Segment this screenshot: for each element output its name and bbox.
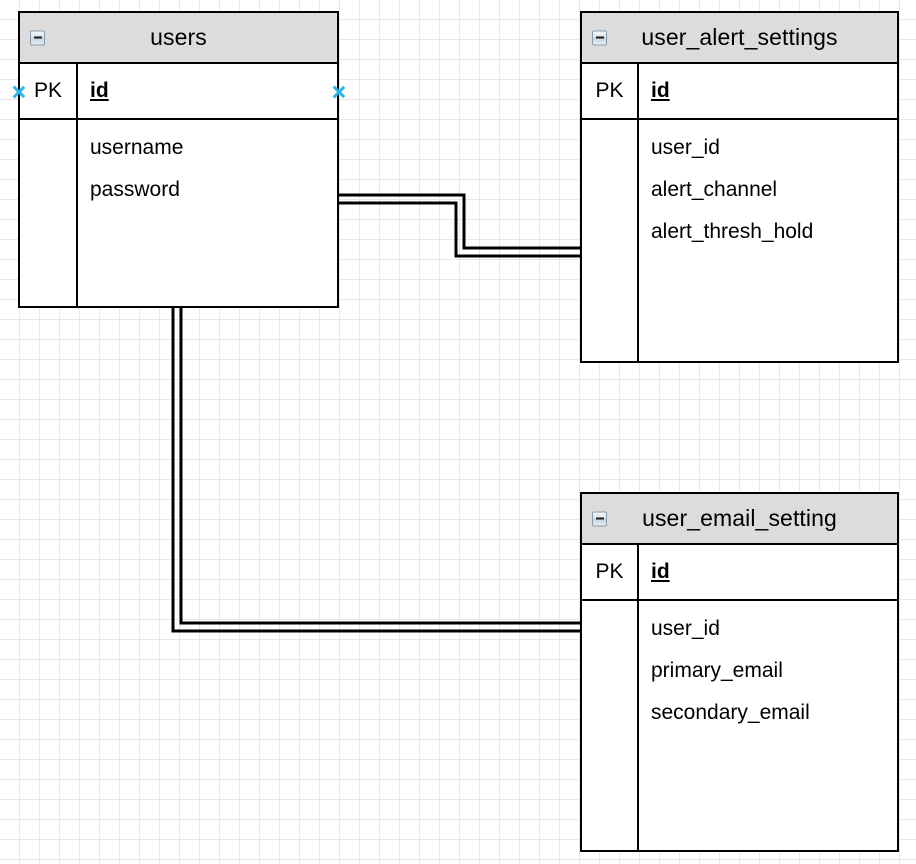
entity-user-email-setting-attributes: user_id primary_email secondary_email: [639, 601, 897, 736]
attribute-row: password: [90, 178, 180, 201]
entity-user-alert-settings-pk-key-cell: PK: [582, 64, 637, 120]
entity-users-body: PK id username password: [20, 64, 337, 306]
attribute-row: username: [90, 136, 184, 159]
entity-user-email-setting-key-column: PK: [582, 545, 639, 850]
entity-user-alert-settings-attribute-column: id user_id alert_channel alert_thresh_ho…: [639, 64, 897, 361]
entity-user-alert-settings-pk-name-cell: id: [639, 64, 897, 120]
entity-user-alert-settings-header: user_alert_settings: [582, 13, 897, 64]
entity-user-email-setting-pk-key-cell: PK: [582, 545, 637, 601]
entity-users-pk-name-cell: id: [78, 64, 337, 120]
entity-user-alert-settings-pk-label: PK: [595, 79, 624, 102]
minus-square-icon[interactable]: [30, 30, 45, 45]
attribute-row: alert_thresh_hold: [651, 220, 814, 243]
entity-users-pk-key-cell: PK: [20, 64, 76, 120]
entity-user-email-setting[interactable]: user_email_setting PK id user_id primary…: [580, 492, 899, 852]
entity-users[interactable]: users PK id username password: [18, 11, 339, 308]
attribute-row: user_id: [651, 136, 720, 159]
entity-user-email-setting-body: PK id user_id primary_email secondary_em…: [582, 545, 897, 850]
attribute-row: secondary_email: [651, 701, 810, 724]
entity-users-primary-key: id: [90, 79, 109, 102]
entity-user-alert-settings-title: user_alert_settings: [641, 24, 838, 50]
entity-users-attributes: username password: [78, 120, 337, 213]
attribute-row: alert_channel: [651, 178, 778, 201]
entity-user-alert-settings-primary-key: id: [651, 79, 670, 102]
attribute-row: user_id: [651, 617, 720, 640]
entity-user-email-setting-primary-key: id: [651, 560, 670, 583]
entity-user-alert-settings[interactable]: user_alert_settings PK id user_id alert_…: [580, 11, 899, 363]
minus-square-icon[interactable]: [592, 511, 607, 526]
entity-user-email-setting-pk-name-cell: id: [639, 545, 897, 601]
entity-user-email-setting-header: user_email_setting: [582, 494, 897, 545]
attribute-row: primary_email: [651, 659, 783, 682]
entity-user-alert-settings-body: PK id user_id alert_channel alert_thresh…: [582, 64, 897, 361]
entity-users-attribute-column: id username password: [78, 64, 337, 306]
entity-users-header: users: [20, 13, 337, 64]
minus-square-icon[interactable]: [592, 30, 607, 45]
entity-user-email-setting-attribute-column: id user_id primary_email secondary_email: [639, 545, 897, 850]
entity-users-title: users: [150, 24, 207, 50]
entity-users-key-column: PK: [20, 64, 78, 306]
entity-users-pk-label: PK: [33, 79, 62, 102]
relationship-users-to-user_email_setting[interactable]: [171, 308, 580, 633]
entity-user-email-setting-pk-label: PK: [595, 560, 624, 583]
entity-user-email-setting-title: user_email_setting: [642, 505, 837, 531]
entity-user-alert-settings-attributes: user_id alert_channel alert_thresh_hold: [639, 120, 897, 255]
entity-user-alert-settings-key-column: PK: [582, 64, 639, 361]
relationship-users-to-user_alert_settings[interactable]: [339, 193, 580, 258]
